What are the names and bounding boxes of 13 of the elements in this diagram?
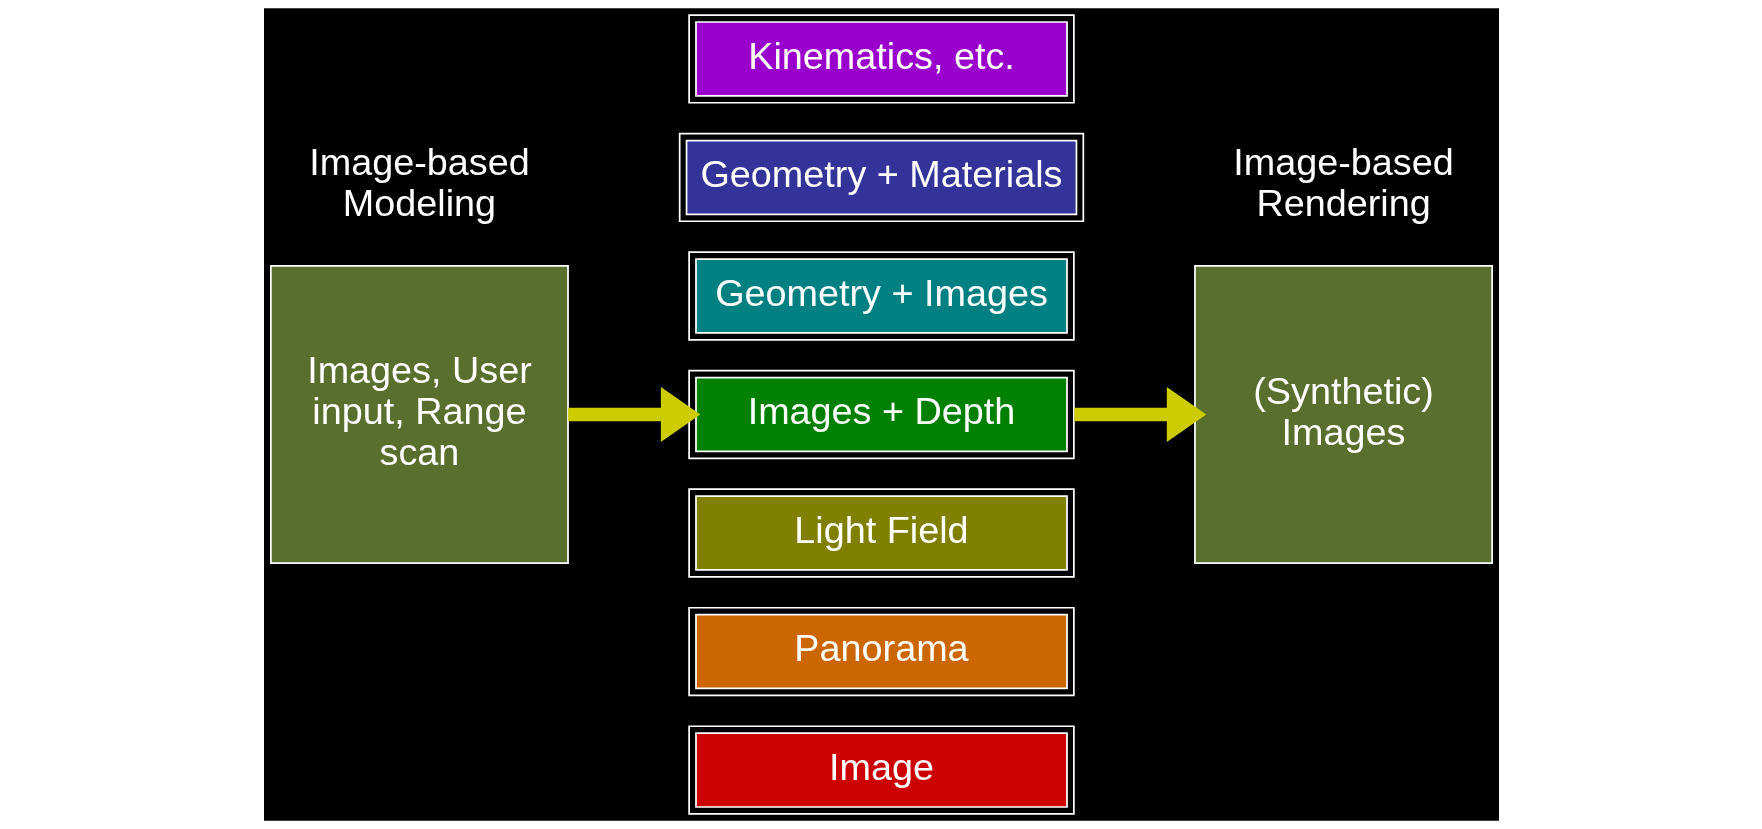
node-box: Panorama xyxy=(687,606,1075,697)
node-box: Images, User input, Range scan xyxy=(269,265,569,564)
label: Image-based Modeling xyxy=(308,141,530,225)
node-box: Image xyxy=(687,725,1075,815)
label: Image-based Rendering xyxy=(1232,141,1454,225)
node-box: (Synthetic) Images xyxy=(1193,265,1493,564)
node-box: Light Field xyxy=(687,488,1075,578)
node-box: Geometry + Images xyxy=(687,251,1075,341)
node-box: Images + Depth xyxy=(687,369,1075,460)
arrow xyxy=(1073,386,1206,443)
node-box: Geometry + Materials xyxy=(678,132,1084,223)
node-box: Kinematics, etc. xyxy=(687,14,1075,104)
arrow xyxy=(567,386,700,443)
